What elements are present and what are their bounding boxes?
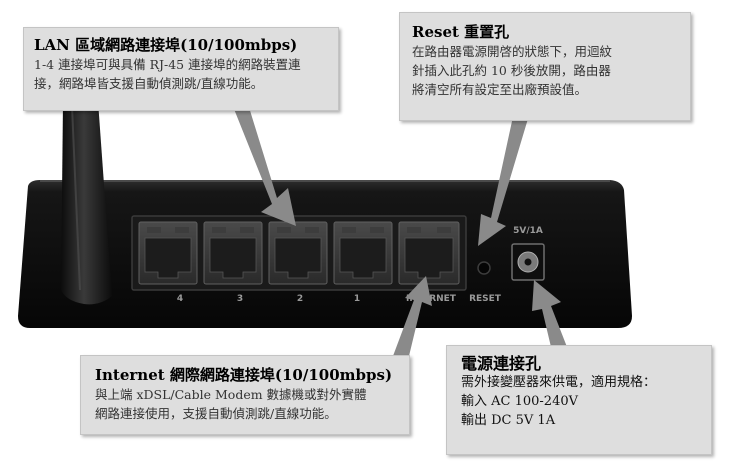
internet-callout-title: Internet 網際網路連接埠(10/100mbps) <box>95 366 393 384</box>
internet-port-socket <box>404 237 454 279</box>
reset-callout: Reset 重置孔 在路由器電源開啓的狀態下，用迴紋 針插入此孔約 10 秒後放… <box>399 12 691 121</box>
reset-callout-line: 在路由器電源開啓的狀態下，用迴紋 <box>412 44 613 59</box>
lan-port-3-led <box>240 227 254 233</box>
internet-callout: Internet 網際網路連接埠(10/100mbps) 與上端 xDSL/Ca… <box>80 355 410 435</box>
port-label-3: 3 <box>237 294 243 304</box>
power-callout-title: 電源連接孔 <box>461 354 542 373</box>
lan-callout-line: 1-4 連接埠可與具備 RJ-45 連接埠的網路裝置連 <box>34 57 301 72</box>
internet-callout-line: 網路連接使用，支援自動偵測跳/直線功能。 <box>95 406 337 421</box>
power-callout: 電源連接孔 需外接變壓器來供電，適用規格： 輸入 AC 100-240V 輸出 … <box>446 345 712 455</box>
internet-port-led <box>407 227 421 233</box>
lan-port-4-socket <box>144 237 192 279</box>
port-label-2: 2 <box>297 294 303 304</box>
power-callout-line: 輸入 AC 100-240V <box>461 394 579 409</box>
reset-callout-line: 針插入此孔約 10 秒後放開，路由器 <box>412 63 611 78</box>
power-callout-line: 輸出 DC 5V 1A <box>461 413 556 428</box>
reset-callout-line: 將清空所有設定至出廠預設值。 <box>412 82 588 97</box>
lan-port-1-socket <box>339 237 387 279</box>
reset-callout-title: Reset 重置孔 <box>412 23 510 41</box>
power-jack-pin <box>524 258 532 266</box>
internet-port-led <box>437 227 451 233</box>
lan-arrow <box>232 104 296 226</box>
lan-callout: LAN 區域網路連接埠(10/100mbps) 1-4 連接埠可與具備 RJ-4… <box>23 27 339 111</box>
port-label-1: 1 <box>354 294 360 304</box>
internet-port-label: INTERNET <box>406 294 457 304</box>
power-rating-label: 5V/1A <box>513 226 543 236</box>
power-callout-line: 需外接變壓器來供電，適用規格： <box>461 375 657 390</box>
lan-port-3-led <box>212 227 226 233</box>
internet-arrow <box>393 276 432 356</box>
lan-callout-title: LAN 區域網路連接埠(10/100mbps) <box>34 36 298 54</box>
lan-port-1-led <box>370 227 384 233</box>
lan-port-3-socket <box>209 237 257 279</box>
lan-port-1-led <box>342 227 356 233</box>
lan-port-4-led <box>175 227 189 233</box>
power-arrow <box>532 280 567 347</box>
lan-port-2-led <box>277 227 291 233</box>
antenna <box>61 97 112 305</box>
internet-callout-line: 與上端 xDSL/Cable Modem 數據機或對外實體 <box>95 387 367 402</box>
lan-port-2-led <box>305 227 319 233</box>
lan-port-4-led <box>147 227 161 233</box>
reset-label: RESET <box>469 294 502 304</box>
reset-hole[interactable] <box>477 261 491 275</box>
port-label-4: 4 <box>177 294 183 304</box>
reset-arrow <box>478 112 530 246</box>
lan-callout-line: 接，網路埠皆支援自動偵測跳/直線功能。 <box>34 76 264 91</box>
lan-port-2-socket <box>274 237 322 279</box>
